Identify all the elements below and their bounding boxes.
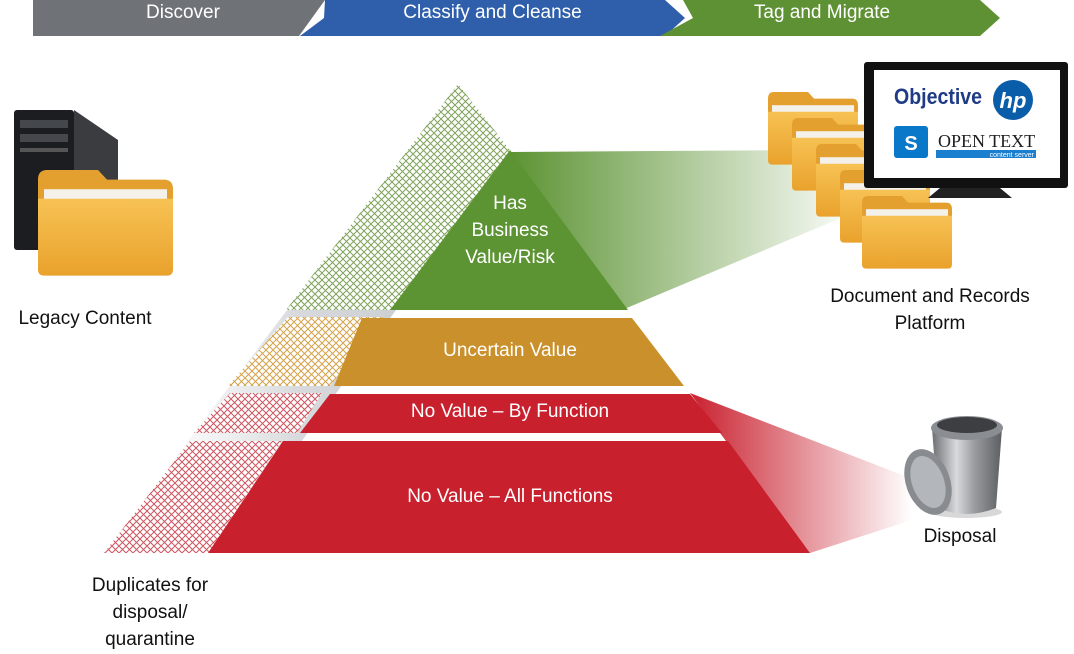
duplicates-label-line-1: Duplicates for	[91, 575, 209, 596]
platform-label: Document and Records Platform	[800, 283, 1060, 337]
hatch-duplicates-uncertain	[228, 317, 383, 386]
phase-classify-label: Classify and Cleanse	[403, 2, 582, 23]
tier-no-value-function	[300, 394, 722, 433]
opentext-logo-text: OPEN TEXT	[938, 131, 1035, 151]
disposal-label: Disposal	[923, 526, 997, 547]
duplicates-label: Duplicates for disposal/ quarantine	[60, 572, 240, 653]
phase-tag	[660, 0, 1000, 36]
sharepoint-logo-text: S	[904, 133, 917, 155]
tier-no-value-all	[208, 441, 810, 553]
trash-can-icon	[904, 416, 1003, 518]
tier-no-value-all-label: No Value – All Functions	[407, 486, 613, 507]
hatch-duplicates-all	[104, 441, 282, 553]
hatch-duplicates-function	[194, 393, 322, 433]
tier-business-value	[390, 150, 628, 310]
platform-label-line-1: Document and Records	[830, 286, 1030, 307]
tier-business-label: Has Business Value/Risk	[440, 190, 580, 271]
duplicates-label-line-3: quarantine	[105, 629, 195, 650]
tier-uncertain-label: Uncertain Value	[443, 340, 577, 361]
tier-business-line-1: Has	[493, 193, 527, 214]
opentext-sub-text: content server	[990, 152, 1035, 159]
platform-label-line-2: Platform	[894, 313, 966, 334]
phase-discover-label: Discover	[146, 2, 220, 23]
legacy-content-label: Legacy Content	[18, 308, 152, 329]
folder-icon	[38, 170, 173, 276]
opentext-logo: OPEN TEXT content server	[936, 131, 1036, 159]
objective-logo: Objective	[894, 84, 982, 109]
tier-uncertain-value	[334, 318, 684, 386]
objective-logo-text: Objective	[894, 84, 982, 109]
phase-discover	[33, 0, 325, 36]
tier-business-line-2: Business	[471, 220, 549, 241]
duplicates-label-line-2: disposal/	[112, 602, 188, 623]
phase-tag-label: Tag and Migrate	[753, 2, 891, 23]
hp-logo: hp	[993, 80, 1033, 120]
sharepoint-logo: S	[894, 126, 928, 158]
hatch-duplicates-business	[286, 84, 510, 310]
phase-classify	[300, 0, 685, 36]
tier-no-value-function-label: No Value – By Function	[410, 401, 610, 422]
hp-logo-text: hp	[1000, 88, 1027, 113]
red-beam	[690, 393, 912, 553]
tier-business-line-3: Value/Risk	[465, 247, 555, 268]
